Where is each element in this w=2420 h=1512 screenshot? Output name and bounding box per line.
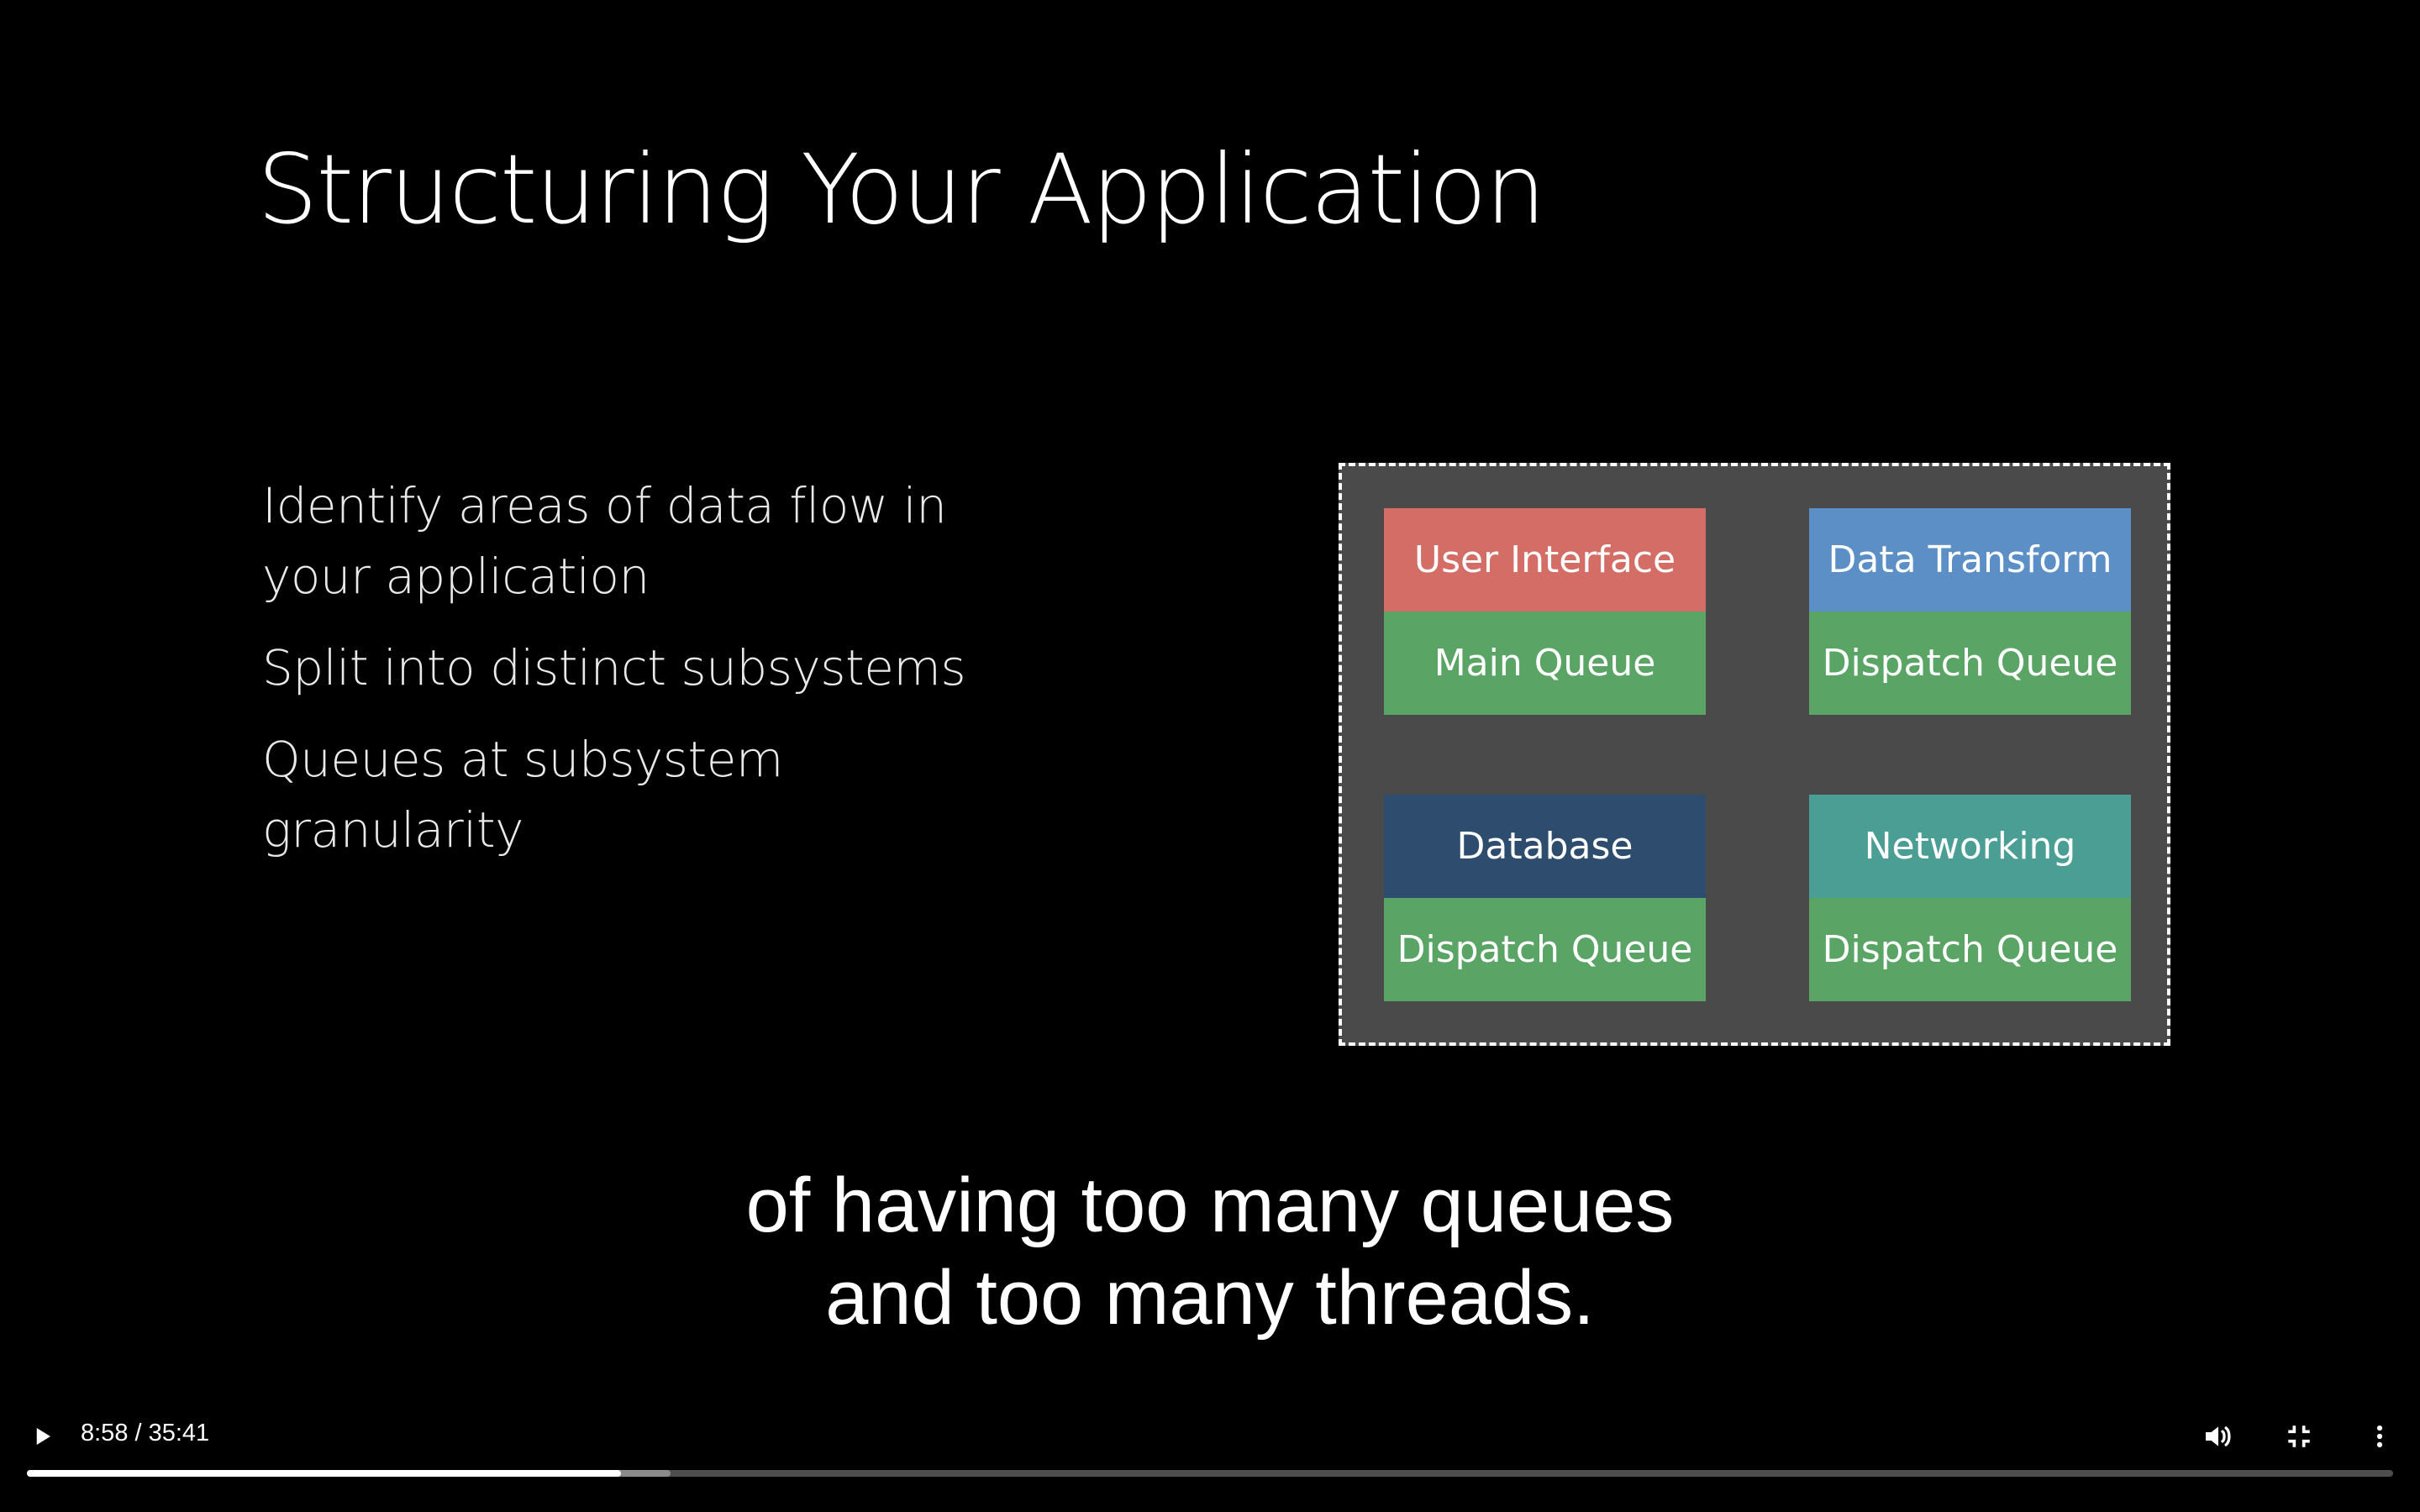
caption-line: and too many threads. bbox=[825, 1255, 1595, 1341]
subsystem-label: Database bbox=[1384, 795, 1706, 898]
player-controls: 8:58 / 35:41 bbox=[0, 1394, 2420, 1512]
progress-played bbox=[27, 1470, 621, 1477]
slide-title: Structuring Your Application bbox=[257, 134, 1546, 245]
more-options-button[interactable] bbox=[2354, 1411, 2405, 1462]
subsystem-user-interface: User Interface Main Queue bbox=[1384, 508, 1706, 715]
volume-button[interactable] bbox=[2193, 1411, 2244, 1462]
subsystem-label: Networking bbox=[1809, 795, 2131, 898]
queue-label: Main Queue bbox=[1384, 612, 1706, 715]
play-button[interactable] bbox=[17, 1411, 67, 1462]
exit-fullscreen-button[interactable] bbox=[2274, 1411, 2324, 1462]
slide-bullets: Identify areas of data flow in your appl… bbox=[262, 470, 1018, 886]
progress-bar[interactable] bbox=[27, 1470, 2393, 1477]
queue-label: Dispatch Queue bbox=[1809, 612, 2131, 715]
subsystem-networking: Networking Dispatch Queue bbox=[1809, 795, 2131, 1001]
volume-icon bbox=[2206, 1426, 2231, 1446]
bullet-item: Identify areas of data flow in your appl… bbox=[262, 477, 947, 605]
subsystem-data-transform: Data Transform Dispatch Queue bbox=[1809, 508, 2131, 715]
subsystem-database: Database Dispatch Queue bbox=[1384, 795, 1706, 1001]
time-display: 8:58 / 35:41 bbox=[81, 1420, 210, 1446]
subsystem-label: User Interface bbox=[1384, 508, 1706, 612]
caption-line: of having too many queues bbox=[745, 1163, 1675, 1248]
play-icon bbox=[36, 1428, 50, 1445]
bullet-item: Split into distinct subsystems bbox=[262, 639, 966, 696]
queue-label: Dispatch Queue bbox=[1809, 898, 2131, 1001]
queue-label: Dispatch Queue bbox=[1384, 898, 1706, 1001]
exit-fullscreen-icon bbox=[2288, 1425, 2310, 1447]
bullet-item: Queues at subsystem granularity bbox=[262, 731, 783, 858]
more-vert-icon bbox=[2376, 1425, 2383, 1448]
subsystem-label: Data Transform bbox=[1809, 508, 2131, 612]
subsystem-diagram: User Interface Main Queue Data Transform… bbox=[1339, 463, 2170, 1046]
captions: of having too many queues and too many t… bbox=[0, 1159, 2420, 1344]
